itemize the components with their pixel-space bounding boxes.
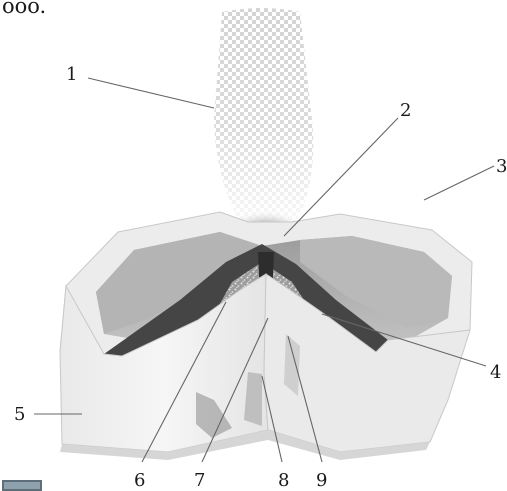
block [60,212,472,460]
label-2: 2 [400,100,411,121]
header-fragment: ooo. [2,0,46,18]
label-6: 6 [134,470,145,491]
label-3: 3 [496,156,507,177]
label-8: 8 [278,470,289,491]
corner-mark [2,480,42,491]
label-1: 1 [66,64,77,85]
leader-1 [88,78,214,108]
label-7: 7 [194,470,205,491]
label-5: 5 [14,404,25,425]
label-4: 4 [490,362,501,383]
label-9: 9 [316,470,327,491]
leader-3 [424,166,494,200]
